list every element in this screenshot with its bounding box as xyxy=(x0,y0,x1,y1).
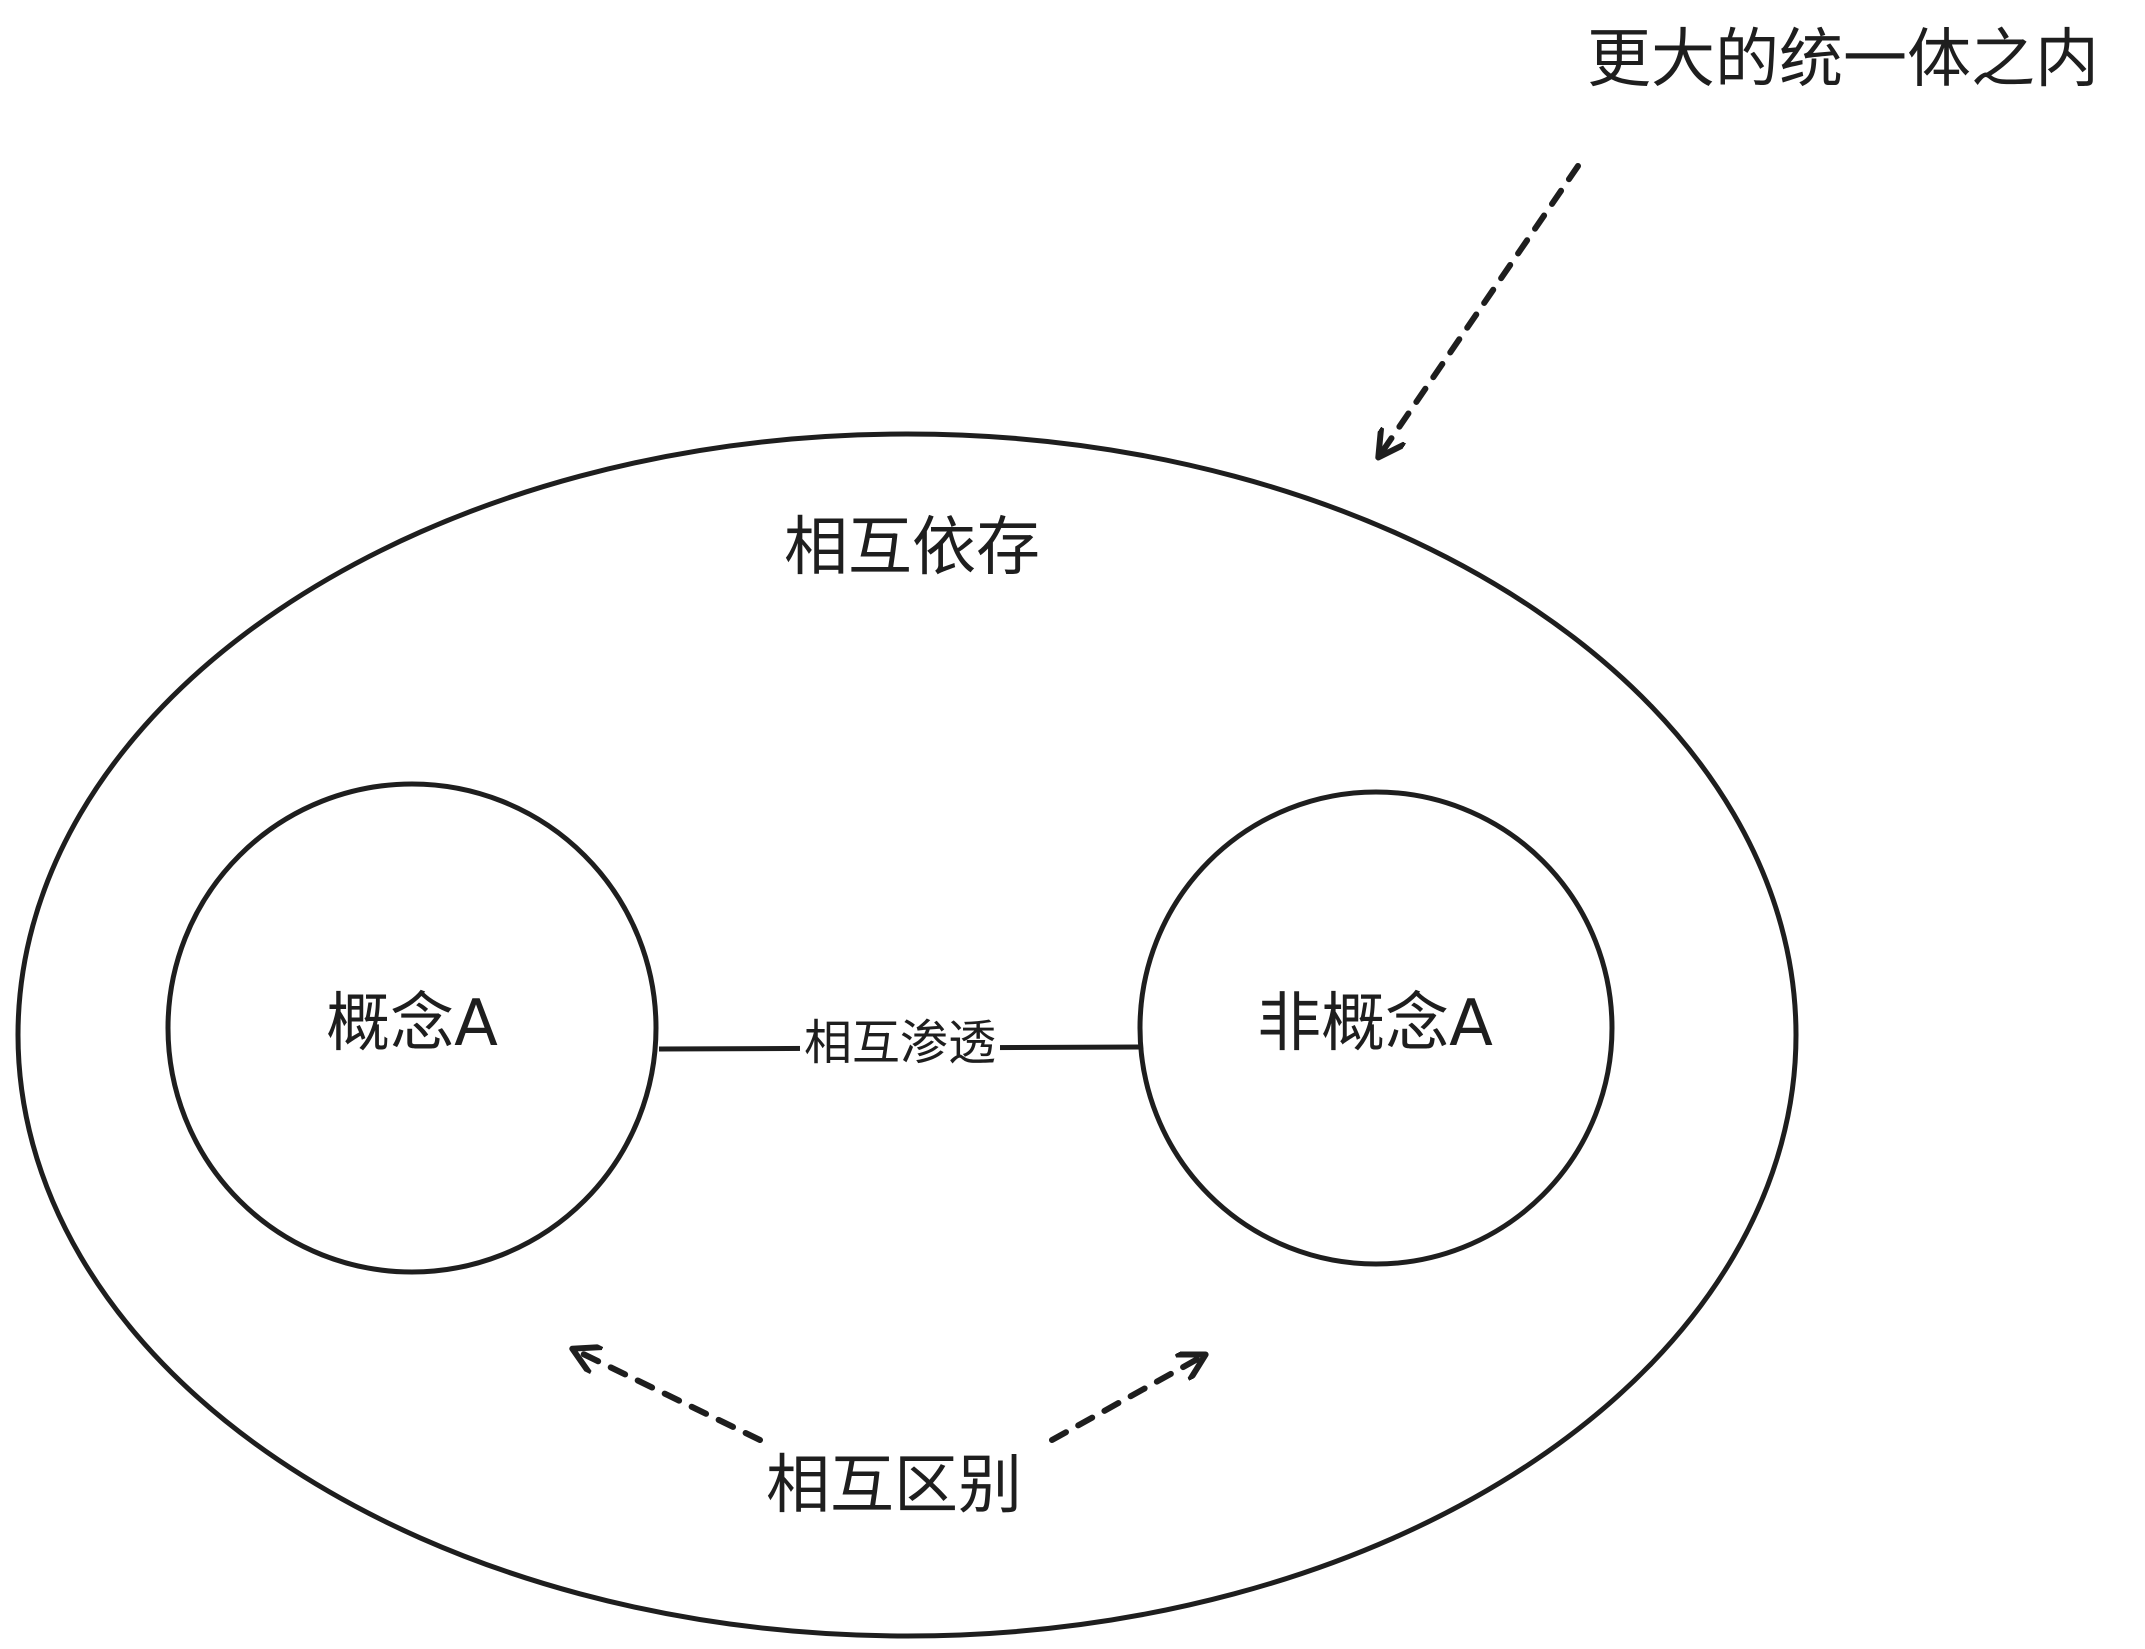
concept-a-circle xyxy=(165,781,659,1275)
not-concept-a-label: 非概念A xyxy=(1257,987,1493,1061)
unity-arrow xyxy=(1380,163,1581,455)
interpenetration-label: 相互渗透 xyxy=(799,1019,1001,1067)
distinction-label: 相互区别 xyxy=(766,1449,1022,1523)
distinction-arrow-left xyxy=(575,1350,763,1443)
interdependence-label: 相互依存 xyxy=(784,511,1040,585)
unity-note-label: 更大的统一体之内 xyxy=(1587,23,2099,97)
not-concept-a-circle xyxy=(1137,789,1615,1267)
distinction-arrow-right xyxy=(1049,1356,1203,1443)
concept-a-label: 概念A xyxy=(326,987,498,1061)
unity-ellipse xyxy=(15,431,1799,1639)
